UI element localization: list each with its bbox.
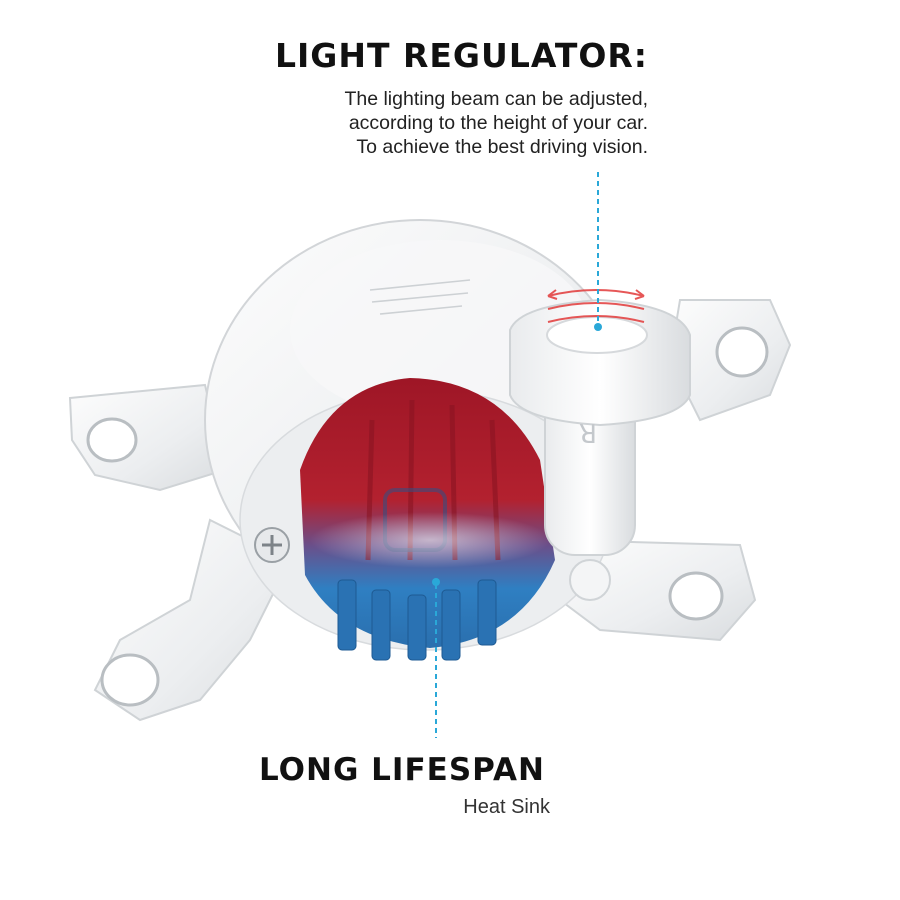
- bottom-leader-dot: [432, 578, 440, 586]
- light-regulator-description: The lighting beam can be adjusted, accor…: [228, 87, 648, 159]
- adjuster-post: R: [509, 298, 691, 601]
- long-lifespan-title: LONG LIFESPAN: [259, 752, 545, 788]
- adjust-rotation-arrows-icon: [547, 289, 645, 323]
- right-upper-bracket: [668, 299, 792, 422]
- light-regulator-title: LIGHT REGULATOR:: [274, 36, 648, 75]
- left-upper-bracket: [68, 383, 227, 492]
- description-line: To achieve the best driving vision.: [356, 136, 648, 158]
- mounting-screw: [254, 527, 290, 563]
- heat-sink-label: Heat Sink: [463, 796, 550, 818]
- heat-sink: [300, 378, 555, 661]
- description-line: The lighting beam can be adjusted,: [344, 88, 648, 110]
- housing-marking: R: [579, 417, 597, 447]
- description-line: according to the height of your car.: [348, 112, 648, 134]
- top-leader-dot: [594, 323, 602, 331]
